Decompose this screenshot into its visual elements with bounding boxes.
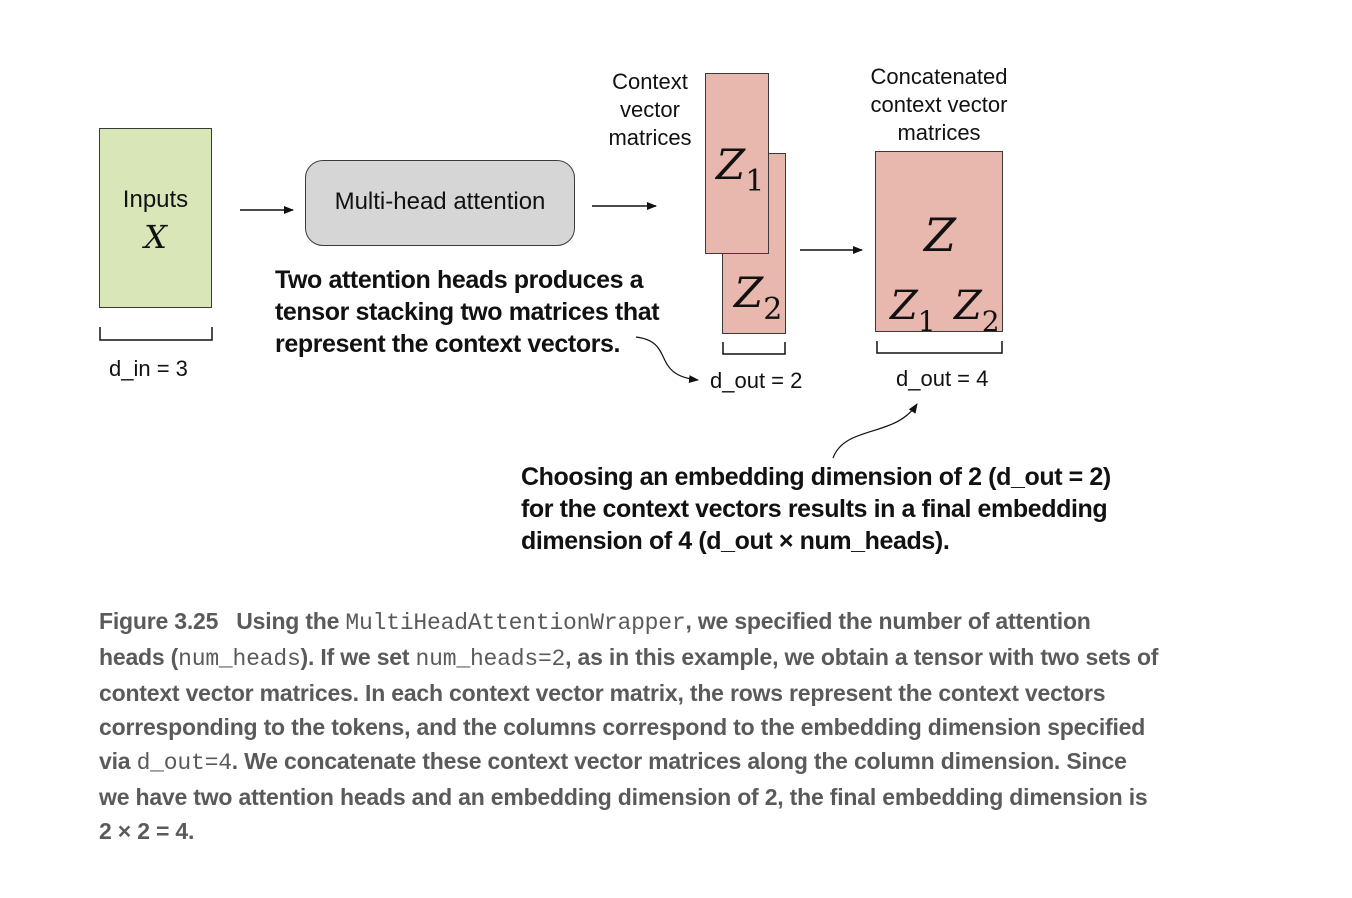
mha-box (305, 160, 575, 246)
callout-arrow-dims (832, 403, 918, 459)
bracket-d-out-4 (876, 341, 1003, 354)
inputs-variable: X (144, 218, 167, 256)
context-matrices-label: Context vector matrices (608, 69, 692, 150)
concat-z1-label: Z1 (890, 283, 936, 338)
note-embedding-dimension: Choosing an embedding dimension of 2 (d_… (521, 463, 1111, 555)
code-num-heads-2: num_heads=2 (415, 646, 566, 672)
d-out-4-label: d_out = 4 (896, 366, 989, 391)
code-wrapper-class: MultiHeadAttentionWrapper (345, 610, 686, 636)
bracket-d-in (99, 327, 213, 341)
code-d-out-4: d_out=4 (136, 750, 232, 776)
bracket-d-out-2 (722, 342, 786, 355)
callout-arrow-heads (635, 336, 699, 384)
concatenated-label: Concatenated context vector matrices (870, 64, 1008, 145)
d-out-2-label: d_out = 2 (710, 368, 803, 393)
z1-matrix (705, 73, 769, 254)
inputs-label: Inputs (122, 186, 189, 213)
mha-label: Multi-head attention (334, 188, 546, 215)
z2-label: Z2 (734, 268, 783, 327)
inputs-box (99, 128, 212, 308)
z1-label: Z1 (716, 140, 765, 199)
d-in-label: d_in = 3 (109, 356, 188, 381)
code-num-heads: num_heads (178, 646, 301, 672)
concat-z2-label: Z2 (954, 283, 1000, 338)
z-label: Z (922, 208, 958, 262)
figure-number: Figure 3.25 (99, 608, 219, 634)
note-attention-heads: Two attention heads produces a tensor st… (275, 266, 660, 358)
